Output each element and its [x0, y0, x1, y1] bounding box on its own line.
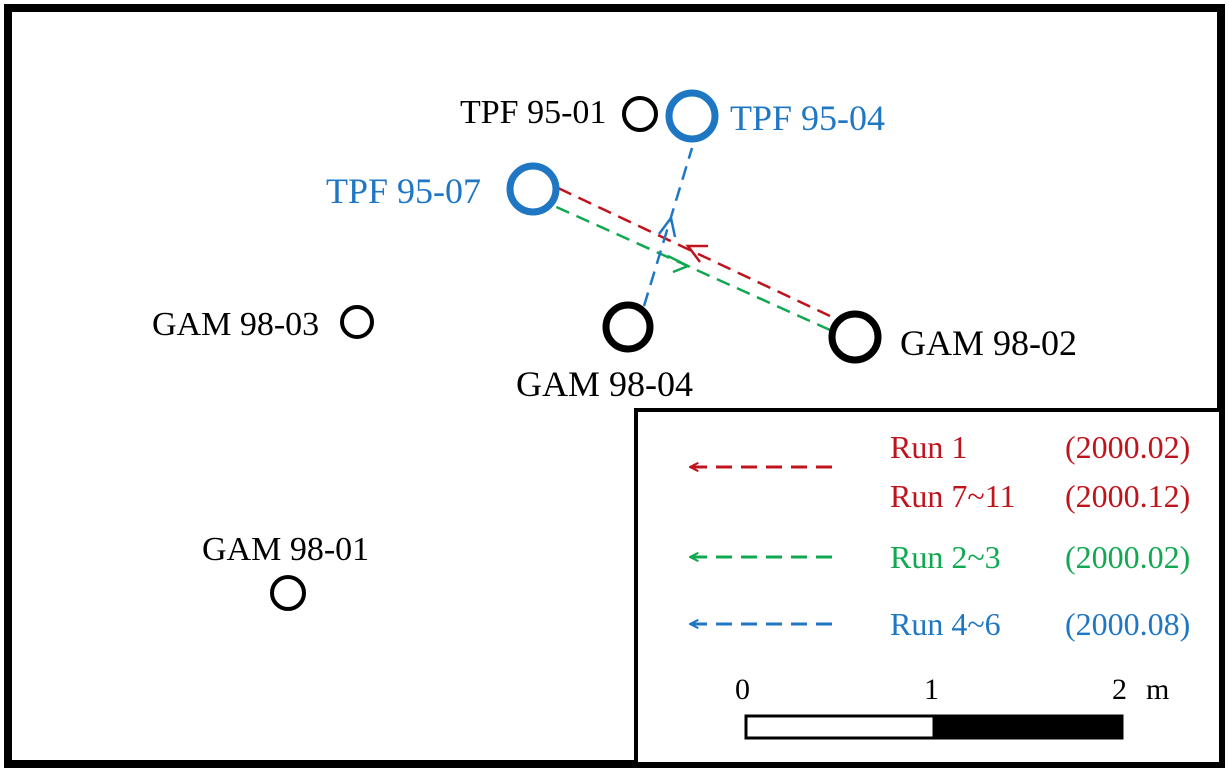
- label-tpf-95-01: TPF 95-01: [460, 94, 606, 131]
- scale-tick-2: 2: [1112, 673, 1127, 706]
- flow-path-blue: [642, 147, 694, 307]
- legend-run7-label: Run 7~11: [890, 478, 1015, 514]
- legend-run1-label: Run 1: [890, 429, 967, 465]
- scale-tick-1: 1: [924, 673, 939, 706]
- legend-run7-date: (2000.12): [1065, 478, 1190, 514]
- label-gam-98-01: GAM 98-01: [202, 531, 369, 568]
- legend-run2-date: (2000.02): [1065, 539, 1190, 575]
- green-arrowhead: [667, 254, 692, 274]
- well-gam-98-03: [340, 305, 374, 339]
- well-tpf-95-01: [622, 96, 658, 132]
- label-gam-98-03: GAM 98-03: [152, 306, 319, 343]
- well-tpf-95-07: [506, 162, 560, 216]
- label-gam-98-04: GAM 98-04: [516, 364, 693, 404]
- scale-bar-black: [932, 714, 1124, 740]
- legend-run4-label: Run 4~6: [890, 606, 1001, 642]
- flow-path-red: [557, 186, 831, 318]
- scale-tick-0: 0: [735, 673, 750, 706]
- well-tpf-95-04: [665, 89, 719, 143]
- flow-path-green: [551, 203, 831, 332]
- legend: Run 1 (2000.02) Run 7~11 (2000.12) Run 2…: [634, 408, 1223, 766]
- blue-arrowhead: [658, 215, 677, 238]
- well-gam-98-01: [270, 575, 306, 611]
- legend-run2-label: Run 2~3: [890, 539, 1001, 575]
- red-arrowhead: [685, 244, 708, 263]
- scale-bar-white: [744, 714, 936, 740]
- label-tpf-95-07: TPF 95-07: [326, 171, 481, 211]
- well-gam-98-04: [602, 301, 654, 353]
- legend-run4-date: (2000.08): [1065, 606, 1190, 642]
- label-gam-98-02: GAM 98-02: [900, 323, 1077, 363]
- label-tpf-95-04: TPF 95-04: [730, 98, 885, 138]
- legend-run1-date: (2000.02): [1065, 429, 1190, 465]
- well-gam-98-02: [828, 310, 882, 364]
- legend-box: [634, 408, 1223, 766]
- scale-unit: m: [1146, 673, 1169, 706]
